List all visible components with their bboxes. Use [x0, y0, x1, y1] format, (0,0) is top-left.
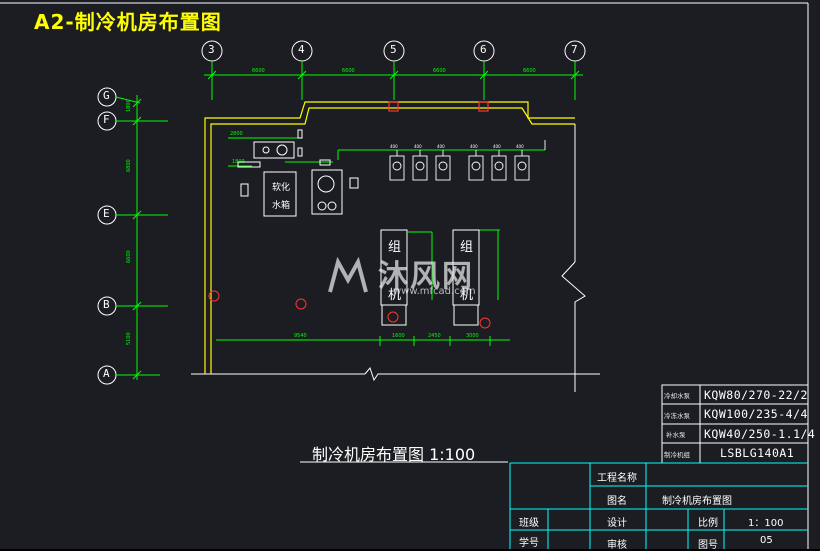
- grid-column-label: 6: [480, 43, 487, 56]
- svg-text:2450: 2450: [428, 333, 441, 339]
- grid-row-label: F: [103, 113, 110, 126]
- drawing-name-value: 制冷机房布置图: [662, 496, 732, 507]
- building-walls: [204, 101, 575, 374]
- grid-column-label: 3: [208, 43, 215, 56]
- project-name-label: 工程名称: [597, 473, 637, 484]
- pump-row: [389, 140, 546, 181]
- svg-text:6600: 6600: [126, 250, 132, 263]
- pump-icon: [514, 150, 530, 181]
- drawing-name-label: 图名: [607, 496, 627, 507]
- softener-label: 软化: [272, 183, 291, 193]
- drawing-title: 制冷机房布置图 1:100: [312, 445, 476, 464]
- grid-column-label: 5: [390, 43, 397, 56]
- makeup-pump-unit: [253, 129, 303, 159]
- floor-drain-icon: [479, 317, 491, 329]
- floor-drain-icon: [208, 290, 220, 302]
- equipment-model: LSBLG140A1: [720, 446, 795, 460]
- pump-icon: [468, 150, 484, 181]
- svg-text:400: 400: [414, 144, 422, 149]
- svg-text:400: 400: [516, 144, 524, 149]
- pump-icon: [389, 150, 405, 181]
- chiller-label: 组: [460, 240, 474, 255]
- svg-text:1800: 1800: [126, 99, 132, 112]
- student-id-label: 学号: [519, 538, 539, 549]
- pump-icon: [412, 150, 428, 181]
- svg-text:400: 400: [390, 144, 398, 149]
- column-marker: [478, 101, 489, 112]
- svg-text:400: 400: [470, 144, 478, 149]
- softener-tank: [263, 171, 297, 217]
- svg-text:5100: 5100: [126, 332, 132, 345]
- grid-row-label: B: [103, 298, 110, 311]
- scale-value: 1：100: [748, 518, 784, 529]
- floor-drain-icon: [387, 311, 399, 323]
- equipment-model: KQW100/235-4/4: [704, 407, 808, 421]
- equipment-model: KQW40/250-1.1/4: [704, 427, 816, 441]
- svg-text:400: 400: [493, 144, 501, 149]
- watermark-text: 沐风网: [378, 259, 474, 294]
- softener-unit: [311, 169, 343, 215]
- equipment-name: 冷冻水泵: [664, 412, 690, 420]
- svg-text:1600: 1600: [392, 333, 405, 339]
- svg-text:6600: 6600: [342, 68, 355, 74]
- equipment-name: 制冷机组: [664, 451, 690, 459]
- grid-column-label: 4: [298, 43, 305, 56]
- svg-text:9540: 9540: [294, 333, 307, 339]
- equipment-name: 冷却水泵: [664, 392, 690, 400]
- pump-icon: [435, 150, 451, 181]
- grid-row-label: E: [103, 207, 110, 220]
- drawing-number-label: 图号: [698, 540, 718, 551]
- svg-text:2800: 2800: [230, 131, 243, 137]
- pipe-lines: [216, 137, 545, 346]
- chiller-label: 组: [388, 240, 402, 255]
- watermark-url: www.mfcad.com: [393, 286, 476, 297]
- pump-icon: [491, 150, 507, 181]
- room-outline: [191, 124, 600, 392]
- chiller-label: 机: [388, 288, 402, 303]
- grid-row-label: G: [103, 89, 110, 102]
- drawing-number-value: 05: [760, 535, 773, 546]
- floor-drain-icon: [295, 298, 307, 310]
- grid-columns: [201, 40, 586, 100]
- design-label: 设计: [607, 518, 627, 529]
- chiller-label: 机: [460, 288, 474, 303]
- equipment-name: 补水泵: [666, 431, 686, 439]
- equipment-model: KQW80/270-22/2: [704, 388, 808, 402]
- title-block-grid: [509, 462, 808, 549]
- column-marker: [388, 101, 399, 112]
- scale-label: 比例: [698, 518, 718, 529]
- svg-text:6600: 6600: [433, 68, 446, 74]
- svg-text:6800: 6800: [126, 159, 132, 172]
- svg-text:3000: 3000: [466, 333, 479, 339]
- softener-label: 水箱: [272, 201, 291, 211]
- svg-text:6600: 6600: [252, 68, 265, 74]
- grid-column-label: 7: [571, 43, 578, 56]
- svg-text:6600: 6600: [523, 68, 536, 74]
- sheet-title: A2-制冷机房布置图: [34, 10, 222, 34]
- class-label: 班级: [519, 518, 539, 529]
- svg-text:400: 400: [437, 144, 445, 149]
- grid-row-label: A: [103, 367, 110, 380]
- review-label: 审核: [607, 540, 627, 551]
- watermark-logo-icon: [328, 256, 368, 293]
- grid-rows: [97, 87, 168, 385]
